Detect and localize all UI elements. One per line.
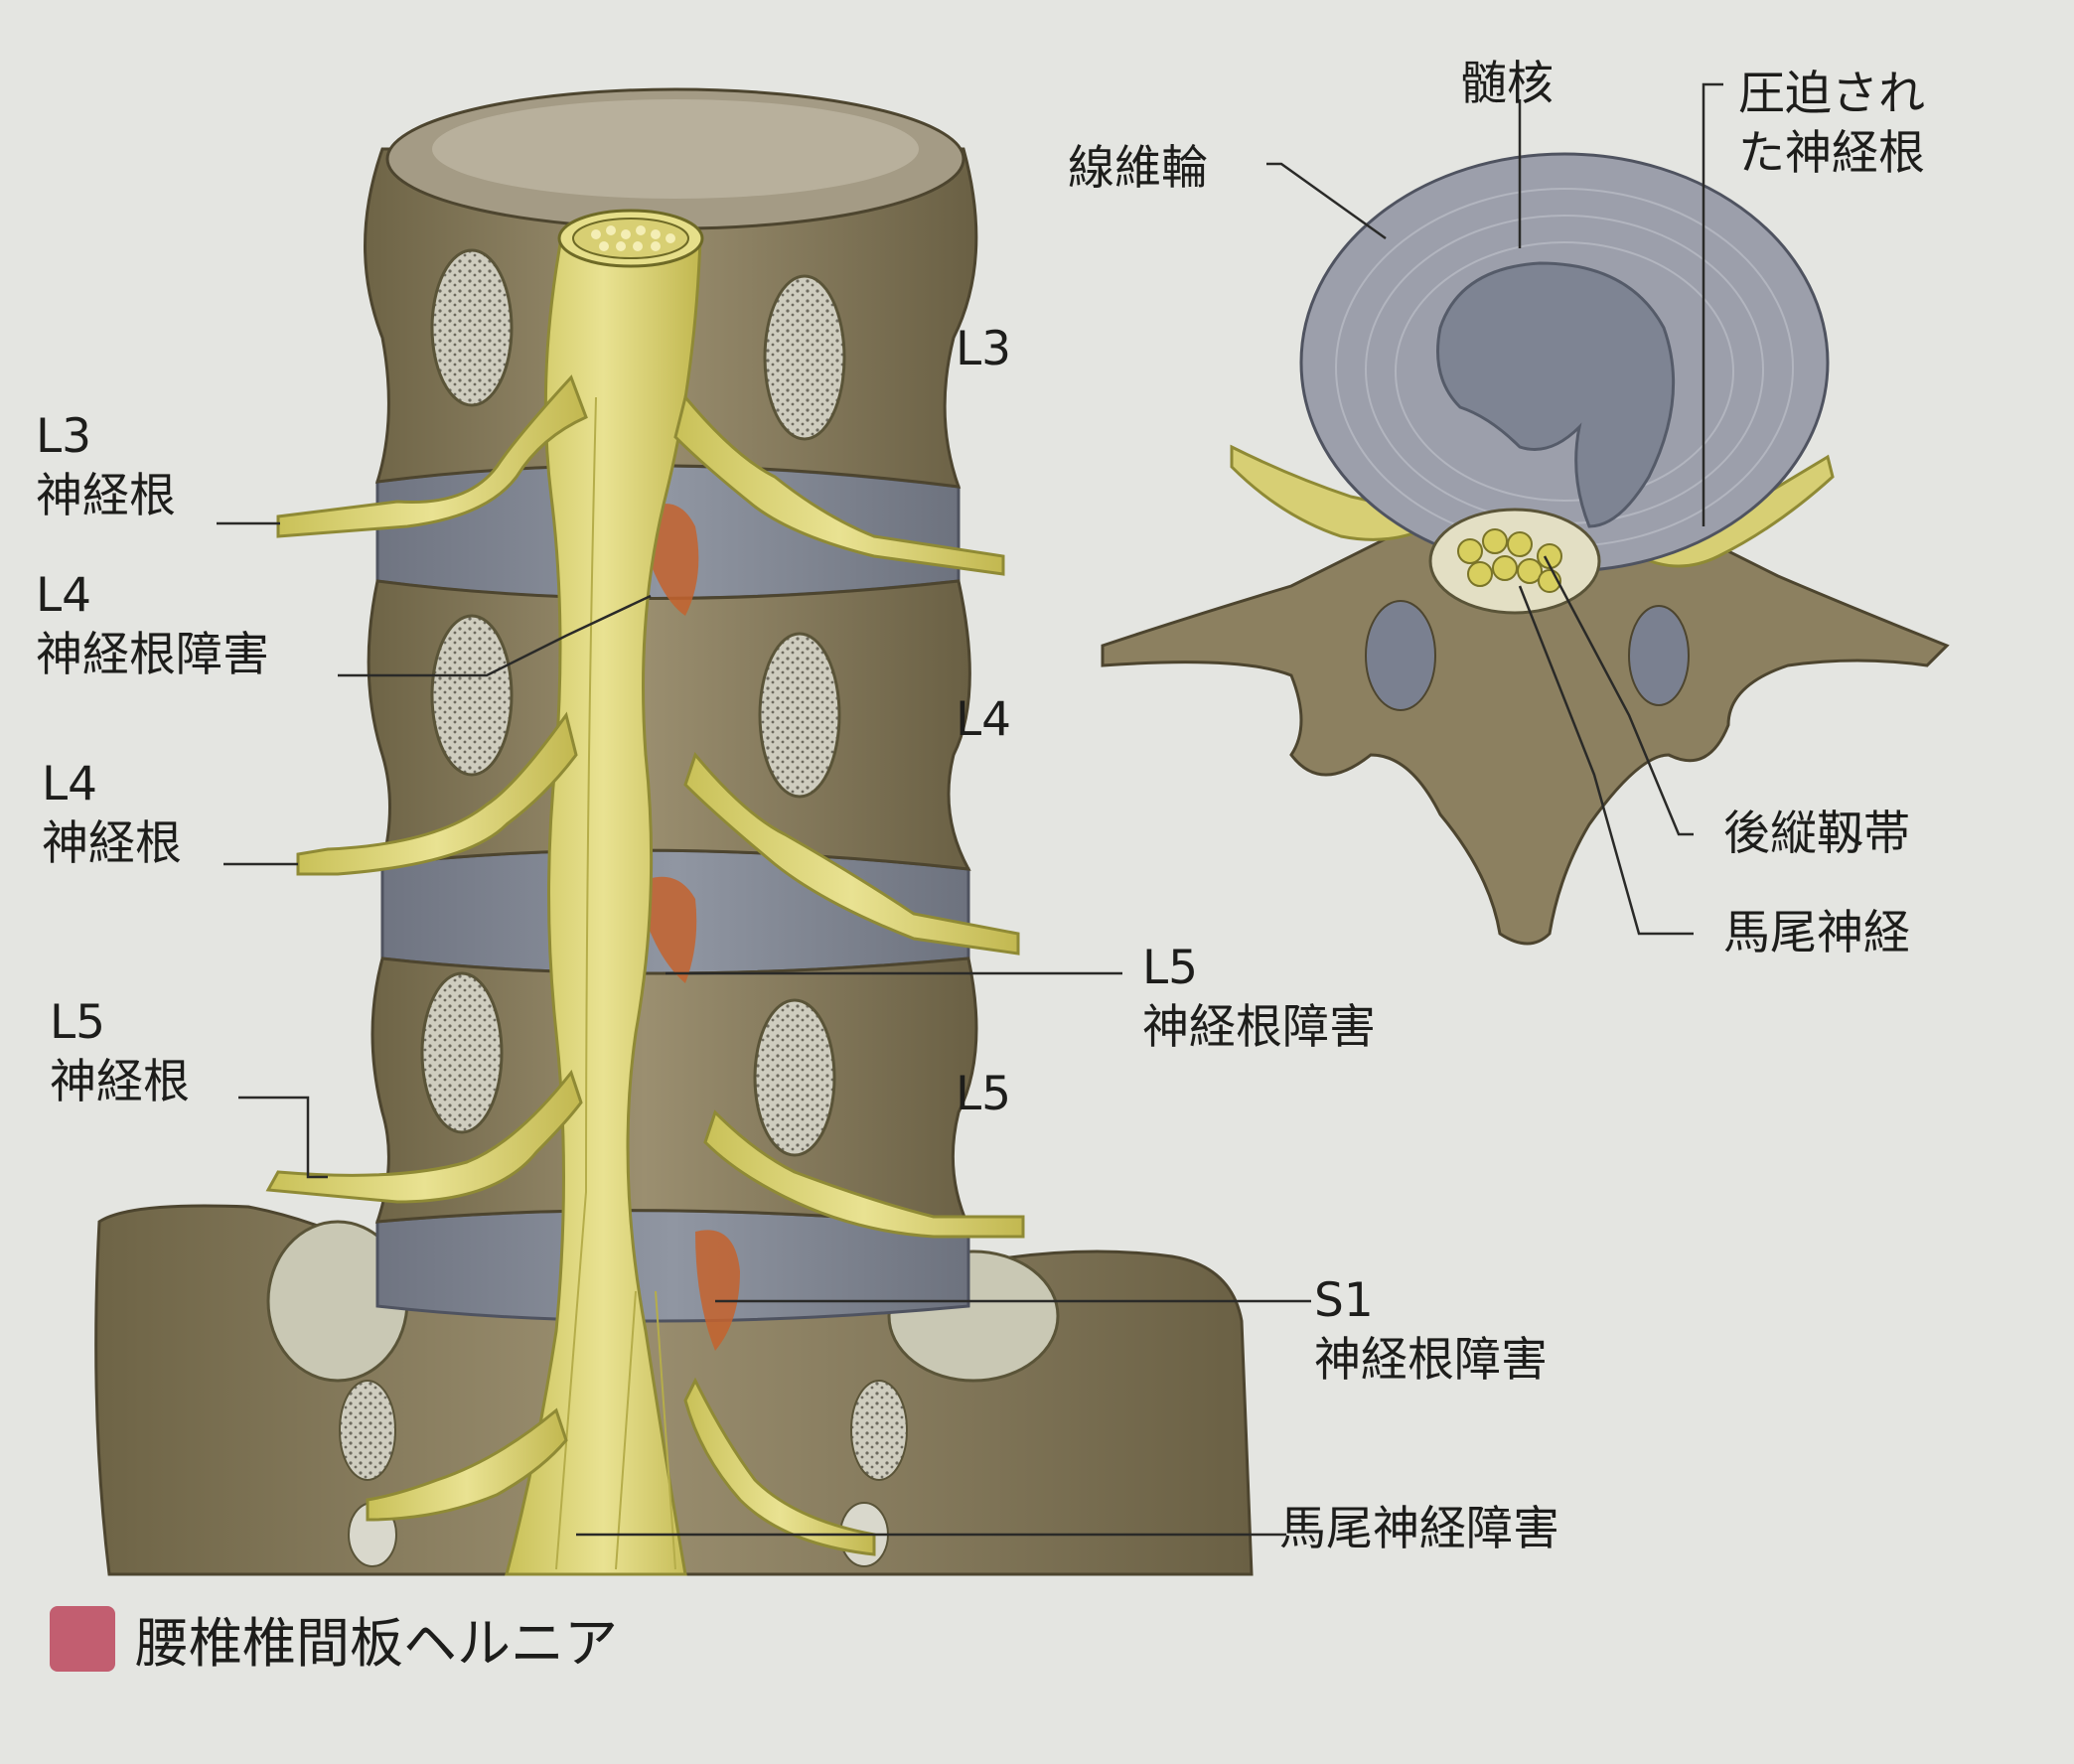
pedicles (420, 248, 846, 1157)
caption-marker (50, 1605, 115, 1672)
label-vertebra-l4: L4 (956, 692, 1012, 747)
axial-section (1101, 152, 1950, 946)
label-nucleus-pulposus: 髄核 (1460, 57, 1554, 111)
vertebral-arch (1101, 514, 1950, 946)
label-vertebra-l5: L5 (956, 1067, 1012, 1121)
label-annulus-fibrosus: 線維輪 (1068, 141, 1208, 196)
spinal-column (94, 87, 1254, 1576)
caption-text: 腰椎椎間板ヘルニア (135, 1612, 618, 1675)
label-compressed-root: 圧迫された神経根 (1738, 67, 1925, 181)
figure-caption: 腰椎椎間板ヘルニア (50, 1599, 618, 1678)
leader-lines (217, 82, 1723, 1537)
label-vertebra-l3: L3 (956, 322, 1012, 376)
spinal-cord (505, 236, 702, 1576)
nucleus-shape (1436, 261, 1676, 528)
nerve-roots-right (673, 393, 1025, 1556)
label-posterior-longitudinal-ligament: 後縦靱帯 (1723, 807, 1910, 861)
label-cauda-equina: 馬尾神経 (1723, 906, 1910, 960)
nerve-roots-left (265, 374, 588, 1522)
label-cauda-equina-disorder: 馬尾神経障害 (1279, 1502, 1559, 1556)
